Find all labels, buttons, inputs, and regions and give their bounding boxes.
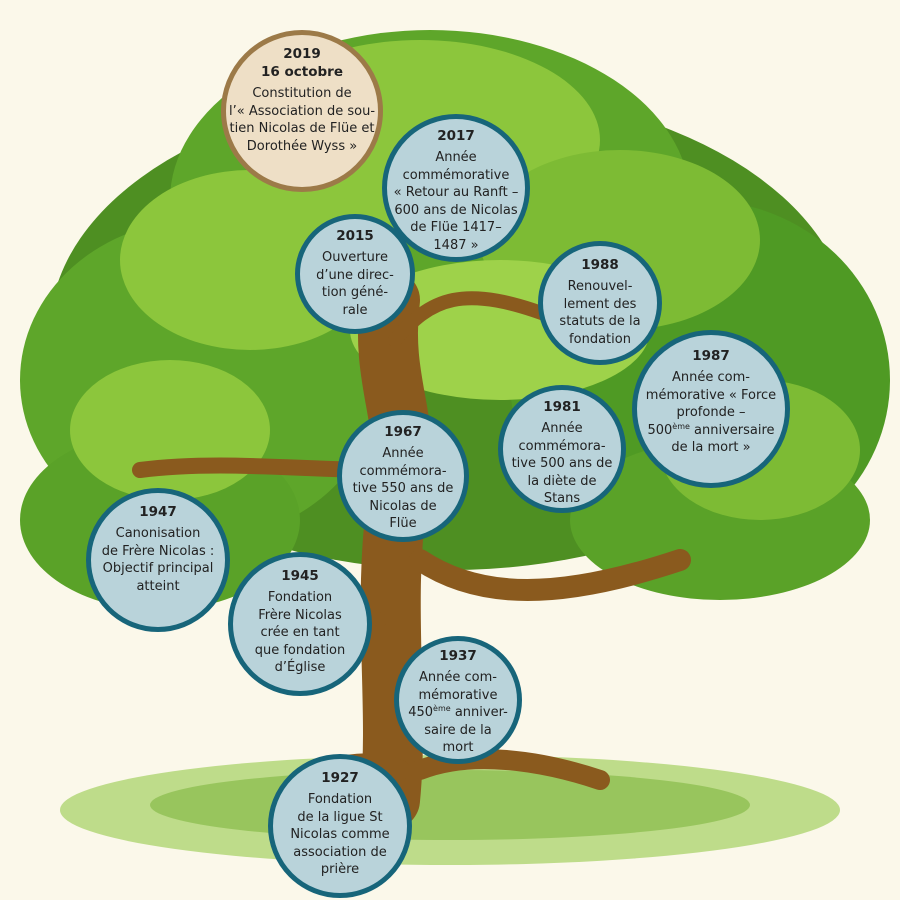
milestone-text-line: Année xyxy=(541,421,583,436)
milestone-year: 2015 xyxy=(336,228,374,244)
milestone-year: 2017 xyxy=(437,128,475,144)
milestone-year: 1981 xyxy=(543,399,581,415)
milestone-text-line: commémora- xyxy=(359,463,447,479)
milestone-text-line: Canonisation xyxy=(115,526,201,541)
milestone-text-line: Fondation xyxy=(267,590,333,605)
milestone-text-line: Ouverture xyxy=(322,250,388,265)
milestone-text-line: Stans xyxy=(543,491,581,506)
milestone-text-line: que fondation xyxy=(254,642,346,658)
milestone-text-line: d’une direc- xyxy=(316,267,394,283)
milestone-text-line: de Flüe 1417– xyxy=(410,220,502,235)
milestone-text-line: de la ligue St xyxy=(297,809,383,825)
milestone-text-line: « Retour au Ranft – xyxy=(393,185,519,200)
milestone-date: 16 octobre xyxy=(261,64,343,80)
milestone-text-line: Objectif principal xyxy=(102,561,214,576)
milestone-year: 1988 xyxy=(581,257,619,273)
milestone-text-line: l’« Association de sou- xyxy=(228,103,376,119)
milestone-text-line: profonde – xyxy=(676,405,746,420)
milestone-year: 1967 xyxy=(384,424,422,440)
milestone-text-line: Dorothée Wyss » xyxy=(246,138,358,154)
milestone-text-line: tive 500 ans de xyxy=(511,456,613,471)
milestone-year: 1945 xyxy=(281,568,319,584)
milestone-year: 1927 xyxy=(321,770,359,786)
milestone-text-line: tien Nicolas de Flüe et xyxy=(229,121,375,136)
superscript: ème xyxy=(672,421,690,431)
milestone-text-line: Année xyxy=(382,446,424,461)
milestone-text-line: association de xyxy=(293,844,387,860)
milestone-text-line: commémorative xyxy=(402,167,510,183)
milestone-text-line: Constitution de xyxy=(252,86,352,101)
milestone-text-line: Renouvel- xyxy=(567,279,633,294)
milestone-text-line: Fondation xyxy=(307,792,373,807)
milestone-text-line: statuts de la xyxy=(559,314,641,329)
milestone-text-line: d’Église xyxy=(274,660,326,675)
text: 450 xyxy=(408,705,434,720)
milestone-text-line: Nicolas comme xyxy=(290,827,390,842)
milestone-text-line: 450ème anniver- xyxy=(408,704,508,722)
milestone-text-line: Frère Nicolas xyxy=(258,607,342,623)
milestone-text-line: 500ème anniversaire xyxy=(647,422,774,440)
milestone-text-line: de la mort » xyxy=(671,440,751,455)
milestone-text-line: tive 550 ans de xyxy=(352,481,454,496)
superscript: ème xyxy=(433,704,451,713)
milestone-year: 2019 xyxy=(283,46,321,62)
text: anniversaire xyxy=(689,422,775,438)
milestone-text-line: fondation xyxy=(569,331,631,347)
milestone-text-line: 600 ans de Nicolas xyxy=(394,202,518,218)
milestone-text-line: saire de la xyxy=(424,722,492,738)
milestone-text-line: mémorative « Force xyxy=(645,387,777,403)
milestone-text-line: Nicolas de xyxy=(369,498,437,514)
milestone-text-line: 1487 » xyxy=(433,237,479,253)
milestone-year: 1987 xyxy=(692,348,730,364)
milestone-text-line: prière xyxy=(320,862,360,877)
milestone-text-line: crée en tant xyxy=(260,625,340,640)
milestone-text-line: de Frère Nicolas : xyxy=(101,543,215,559)
milestone-text-line: atteint xyxy=(136,578,180,594)
milestone-text-line: commémora- xyxy=(518,438,606,454)
milestone-text-line: mémorative xyxy=(418,687,498,703)
milestone-text-line: rale xyxy=(342,302,368,318)
text: 500 xyxy=(647,422,673,438)
text: anniver- xyxy=(450,705,508,720)
milestone-text-line: Année com- xyxy=(419,670,497,685)
milestone-text-line: tion géné- xyxy=(321,285,389,300)
milestone-year: 1937 xyxy=(439,648,477,664)
milestone-year: 1947 xyxy=(139,504,177,520)
milestone-text-line: mort xyxy=(442,740,474,755)
milestone-text-line: Flüe xyxy=(389,516,417,531)
milestone-text-line: Année com- xyxy=(672,370,750,385)
milestone-text-line: Année xyxy=(435,150,477,165)
milestone-text-line: la diète de xyxy=(527,473,597,489)
milestone-text-line: lement des xyxy=(563,296,637,312)
